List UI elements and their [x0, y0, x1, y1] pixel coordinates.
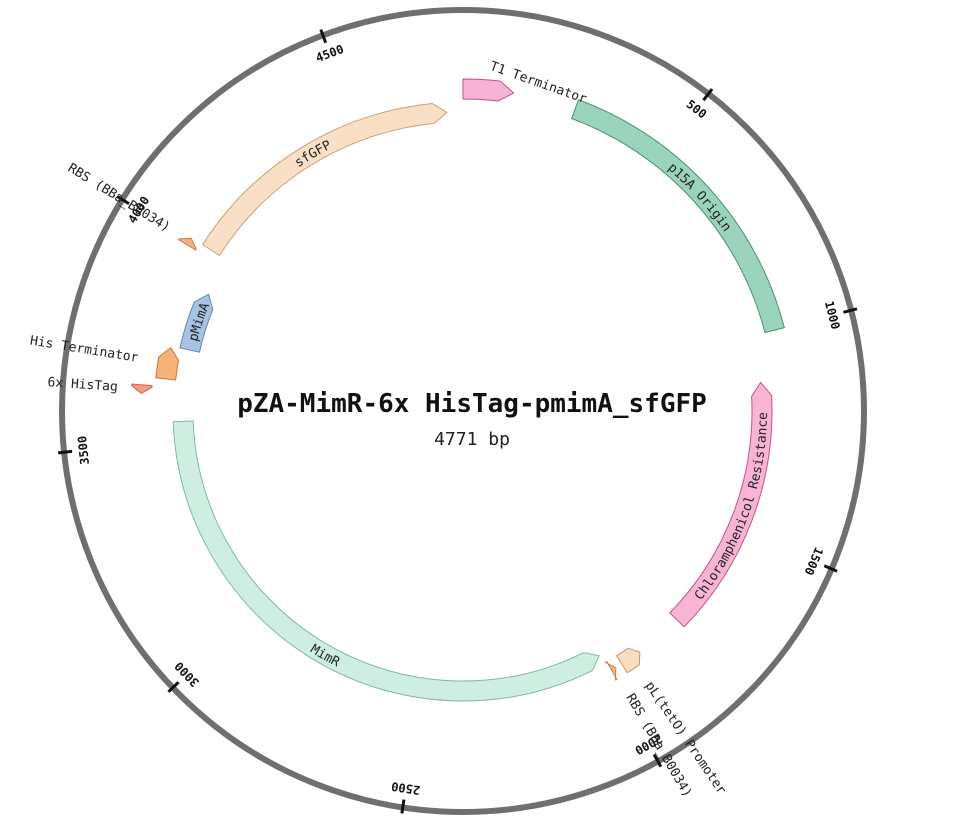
feature-t1-terminator[interactable] [462, 78, 515, 102]
plasmid-length: 4771 bp [434, 429, 510, 450]
feature-rbs-mimr[interactable] [604, 660, 618, 681]
feature-label-rbs-sfgfp: RBS (BBa_B0034) [65, 161, 173, 236]
tick-mark [116, 195, 130, 206]
tick-mark [652, 753, 663, 768]
plasmid-title: pZA-MimR-6x HisTag-pmimA_sfGFP [237, 389, 707, 419]
feature-pl-teto-promoter[interactable] [615, 647, 641, 674]
tick-mark [843, 307, 858, 314]
feature-mimr[interactable] [172, 420, 600, 702]
feature-label-his-tag: 6x HisTag [47, 375, 118, 395]
feature-p15a-origin[interactable] [570, 99, 785, 334]
tick-mark [400, 799, 406, 814]
tick-label: 2500 [390, 779, 421, 797]
feature-label-p15a-origin: p15A Origin [665, 160, 734, 234]
feature-rbs-sfgfp[interactable] [177, 237, 197, 251]
tick-label: 4500 [314, 42, 346, 65]
tick-label: 500 [684, 97, 710, 121]
tick-label: 1500 [802, 545, 826, 577]
feature-sfgfp[interactable] [201, 103, 448, 257]
tick-mark [167, 681, 180, 693]
feature-chloramphenicol-resistance[interactable] [669, 381, 773, 628]
tick-mark [58, 449, 73, 455]
backbone-circle [59, 7, 867, 815]
tick-mark [823, 564, 838, 573]
feature-his-tag[interactable] [131, 383, 153, 394]
tick-mark [319, 29, 328, 44]
feature-pmima[interactable] [179, 293, 214, 353]
feature-his-terminator[interactable] [155, 347, 179, 381]
tick-mark [702, 88, 714, 102]
tick-label: 3500 [75, 435, 92, 465]
features [131, 78, 785, 702]
feature-label-his-terminator: His Terminator [29, 334, 140, 366]
tick-label: 1000 [822, 299, 843, 330]
